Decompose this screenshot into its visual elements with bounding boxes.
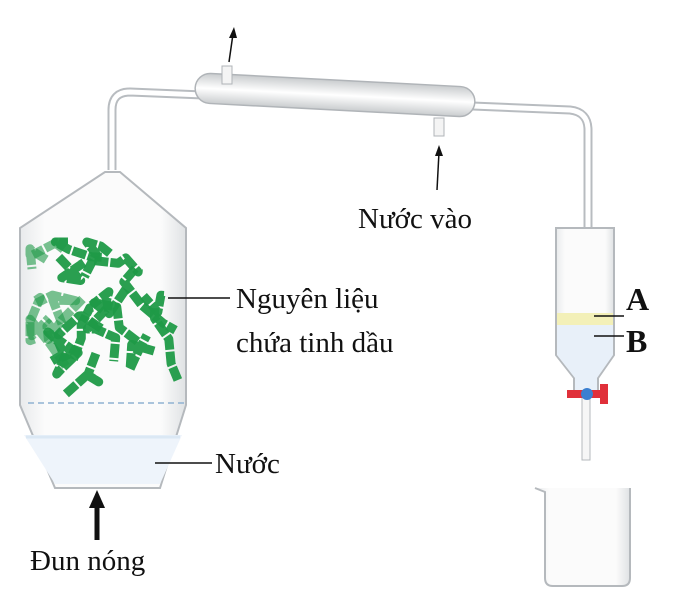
water-in-arrow xyxy=(435,145,443,191)
plant-strand xyxy=(125,333,156,374)
plant-strand xyxy=(150,308,183,382)
stopcock-ball xyxy=(581,388,593,400)
label-layer-a: A xyxy=(626,281,649,317)
plant-strand xyxy=(30,237,68,259)
condenser xyxy=(194,65,476,137)
label-layer-b: B xyxy=(626,323,647,359)
plant-strand xyxy=(43,327,77,365)
separatory-funnel xyxy=(555,227,615,461)
heat-arrow xyxy=(89,490,105,540)
plant-strand xyxy=(89,298,141,345)
label-material-line2: chứa tinh dầu xyxy=(236,327,393,359)
label-material-line1: Nguyên liệu xyxy=(236,283,379,315)
plant-strand xyxy=(52,344,83,379)
plant-strand xyxy=(25,314,70,369)
plant-strand xyxy=(55,253,90,285)
layer-a xyxy=(557,313,613,325)
plant-strand xyxy=(53,311,104,340)
label-heating: Đun nóng xyxy=(30,545,145,577)
beaker xyxy=(534,487,631,587)
plant-strand xyxy=(93,253,143,277)
plant-strand xyxy=(80,237,113,279)
plant-strand xyxy=(34,290,81,326)
plant-strand xyxy=(25,244,49,270)
plant-material xyxy=(25,237,183,398)
label-water-in: Nước vào xyxy=(358,203,472,235)
plant-strand xyxy=(42,295,86,344)
plant-strand xyxy=(69,302,95,361)
layer-b xyxy=(557,325,613,393)
plant-strand xyxy=(119,265,178,335)
plant-strand xyxy=(82,305,121,362)
water-out-arrow xyxy=(228,27,237,63)
label-water: Nước xyxy=(215,448,280,480)
plant-strand xyxy=(62,351,104,398)
